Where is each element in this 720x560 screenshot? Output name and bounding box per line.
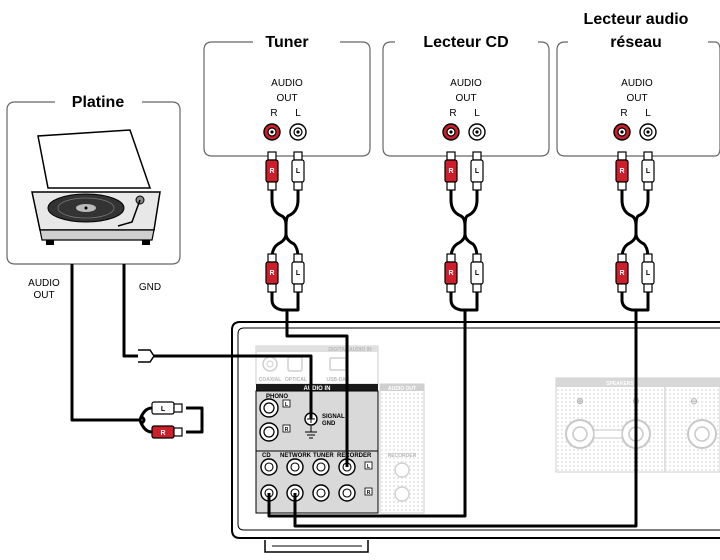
tuner-input-label: TUNER — [313, 453, 334, 459]
cd-l-jack — [468, 123, 486, 141]
speakers-section: SPEAKERS ⊕ ⊖ ⊖ — [555, 377, 720, 473]
tuner-audio-label: AUDIO — [271, 78, 303, 89]
badge-cd-r-bottom: R — [448, 270, 453, 277]
cd-audio-label: AUDIO — [450, 78, 482, 89]
turntable-plug-r — [151, 425, 183, 439]
svg-text:⊖: ⊖ — [690, 396, 698, 406]
cd-l-label: L — [474, 108, 480, 119]
digital-audio-in-section: DIGITAL AUDIO IN COAXIAL OPTICAL USB-DAC — [255, 345, 379, 385]
badge-network-r-bottom: R — [619, 270, 624, 277]
network-player-device: Lecteur audio réseau AUDIO OUT R L — [556, 11, 720, 157]
cd-r-jack — [442, 123, 460, 141]
badge-turntable-l: L — [161, 406, 166, 413]
recorder-input-label: RECORDER — [337, 453, 372, 459]
cd-r-label: R — [449, 108, 456, 119]
recorder-out-label: RECORDER — [388, 453, 417, 459]
badge-turntable-r: R — [160, 430, 165, 437]
tuner-out-label: OUT — [276, 93, 297, 104]
badge-tuner-r-top: R — [269, 168, 274, 175]
turntable-device: Platine — [6, 94, 181, 265]
badge-tuner-l-bottom: L — [296, 270, 301, 277]
network-audio-label: AUDIO — [621, 78, 653, 89]
speakers-label: SPEAKERS — [606, 381, 634, 387]
turntable-gnd-label: GND — [139, 282, 161, 293]
rca-plugs — [151, 151, 655, 439]
tuner-r-jack — [263, 123, 281, 141]
tuner-device: Tuner AUDIO OUT R L — [203, 34, 371, 157]
audio-out-label: AUDIO OUT — [388, 386, 416, 392]
cd-input-label: CD — [262, 453, 271, 459]
tuner-l-label: L — [295, 108, 301, 119]
badge-cd-l-bottom: L — [475, 270, 480, 277]
plug-badges: R L R L R L R L R L R L L R — [160, 168, 650, 437]
turntable-audio-out-line1: AUDIO — [28, 278, 60, 289]
network-r-jack — [613, 123, 631, 141]
network-r-label: R — [620, 108, 627, 119]
badge-tuner-l-top: L — [296, 168, 301, 175]
phono-r-label: R — [285, 427, 289, 433]
badge-cd-r-top: R — [448, 168, 453, 175]
network-title-line2: réseau — [610, 34, 662, 51]
badge-network-l-bottom: L — [646, 270, 651, 277]
coaxial-label: COAXIAL — [259, 377, 282, 383]
phono-label: PHONO — [266, 394, 288, 400]
turntable-plug-l — [151, 401, 183, 415]
tuner-l-jack — [289, 123, 307, 141]
phono-l-jack — [259, 398, 279, 418]
network-input-label: NETWORK — [280, 453, 312, 459]
network-l-label: L — [645, 108, 651, 119]
badge-network-r-top: R — [619, 168, 624, 175]
line-r-label: R — [367, 490, 371, 496]
cd-player-device: Lecteur CD AUDIO OUT R L — [382, 34, 550, 157]
network-out-label: OUT — [626, 93, 647, 104]
usb-dac-label: USB-DAC — [326, 377, 349, 383]
line-l-label: L — [367, 464, 370, 470]
badge-tuner-r-bottom: R — [269, 270, 274, 277]
signal-gnd-label: GND — [322, 421, 336, 427]
cables — [70, 184, 650, 528]
turntable-audio-out-line2: OUT — [33, 290, 54, 301]
turntable-title: Platine — [72, 94, 125, 111]
network-l-jack — [639, 123, 657, 141]
phono-r-jack — [259, 422, 279, 442]
audio-out-section: AUDIO OUT RECORDER — [379, 383, 425, 514]
tuner-title: Tuner — [265, 34, 308, 51]
optical-label: OPTICAL — [285, 377, 307, 383]
audio-in-label: AUDIO IN — [304, 386, 331, 392]
badge-network-l-top: L — [646, 168, 651, 175]
network-title-line1: Lecteur audio — [584, 11, 689, 28]
badge-cd-l-top: L — [475, 168, 480, 175]
cd-title: Lecteur CD — [423, 34, 508, 51]
turntable-icon — [31, 129, 161, 245]
tuner-r-label: R — [270, 108, 277, 119]
receiver-back-panel: DIGITAL AUDIO IN COAXIAL OPTICAL USB-DAC… — [231, 321, 720, 553]
svg-text:⊕: ⊕ — [576, 396, 584, 406]
cd-out-label: OUT — [455, 93, 476, 104]
phono-l-label: L — [285, 402, 288, 408]
signal-label: SIGNAL — [322, 414, 345, 420]
digital-audio-in-label: DIGITAL AUDIO IN — [328, 347, 372, 353]
